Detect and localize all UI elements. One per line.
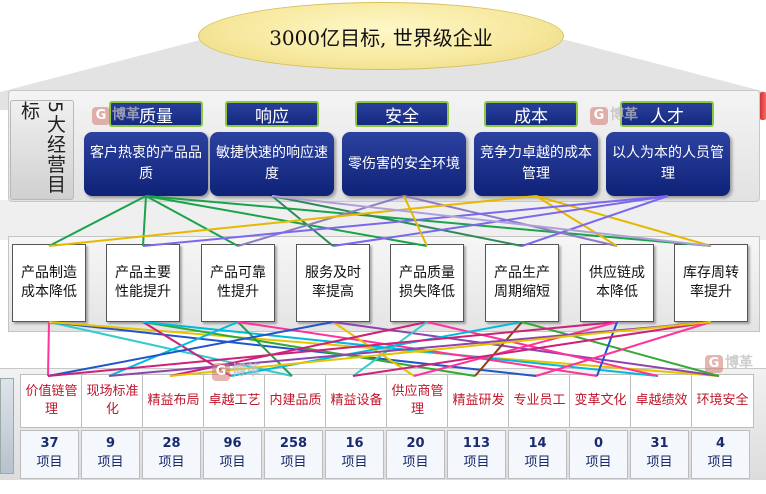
project-name: 卓越工艺 bbox=[203, 374, 266, 428]
watermark-text: 博革 bbox=[725, 355, 753, 371]
project-count-unit: 项目 bbox=[36, 455, 63, 470]
project-count-unit: 项目 bbox=[463, 455, 490, 470]
watermark-logo-icon: G bbox=[212, 363, 230, 381]
project-count-value: 4 bbox=[715, 436, 726, 451]
project-count-value: 31 bbox=[650, 436, 669, 451]
watermark-logo-icon: G bbox=[92, 107, 110, 125]
project-column: 内建品质 258 项目 bbox=[264, 374, 327, 479]
project-name: 变革文化 bbox=[569, 374, 632, 428]
project-count-value: 96 bbox=[223, 436, 242, 451]
top-goal: 3000亿目标, 世界级企业 bbox=[198, 2, 564, 70]
goal-body-response: 敏捷快速的响应速度 bbox=[210, 132, 334, 196]
project-count: 113 项目 bbox=[447, 430, 506, 479]
indicator-box: 供应链成本降低 bbox=[580, 244, 654, 322]
goal-body-talent: 以人为本的人员管理 bbox=[606, 132, 730, 196]
project-name: 环境安全 bbox=[691, 374, 754, 428]
watermark-text: 博革 bbox=[610, 107, 638, 123]
indicator-box: 产品制造成本降低 bbox=[12, 244, 86, 322]
project-name: 现场标准化 bbox=[81, 374, 144, 428]
watermark-logo-icon: G bbox=[590, 107, 608, 125]
project-column: 供应商管理 20 项目 bbox=[386, 374, 449, 479]
goal-body-safety: 零伤害的安全环境 bbox=[342, 132, 466, 196]
project-count-value: 20 bbox=[406, 436, 425, 451]
project-count-unit: 项目 bbox=[707, 455, 734, 470]
project-column: 精益设备 16 项目 bbox=[325, 374, 388, 479]
project-name: 精益布局 bbox=[142, 374, 205, 428]
project-count-unit: 项目 bbox=[402, 455, 429, 470]
project-count: 4 项目 bbox=[691, 430, 750, 479]
indicator-box: 产品主要性能提升 bbox=[106, 244, 180, 322]
project-count-value: 14 bbox=[528, 436, 547, 451]
goal-head-response: 响应 bbox=[225, 101, 319, 127]
projects-side-tab bbox=[0, 378, 14, 474]
project-count-unit: 项目 bbox=[219, 455, 246, 470]
goal-body-cost: 竞争力卓越的成本管理 bbox=[474, 132, 598, 196]
project-column: 专业员工 14 项目 bbox=[508, 374, 571, 479]
project-count: 16 项目 bbox=[325, 430, 384, 479]
project-count: 37 项目 bbox=[20, 430, 79, 479]
project-count: 14 项目 bbox=[508, 430, 567, 479]
indicator-box: 产品生产周期缩短 bbox=[485, 244, 559, 322]
indicator-box: 库存周转率提升 bbox=[674, 244, 748, 322]
project-count-unit: 项目 bbox=[97, 455, 124, 470]
watermark-text: 博革 bbox=[232, 363, 260, 379]
project-count-unit: 项目 bbox=[646, 455, 673, 470]
project-count-value: 28 bbox=[162, 436, 181, 451]
project-count-value: 9 bbox=[105, 436, 116, 451]
project-count-unit: 项目 bbox=[585, 455, 612, 470]
indicator-box: 产品可靠性提升 bbox=[201, 244, 275, 322]
project-count-unit: 项目 bbox=[524, 455, 551, 470]
goal-body-quality: 客户热衷的产品品质 bbox=[84, 132, 208, 196]
watermark-text: 博革 bbox=[112, 107, 140, 123]
goal-head-cost: 成本 bbox=[484, 101, 578, 127]
project-column: 变革文化 0 项目 bbox=[569, 374, 632, 479]
watermark-logo-icon: G bbox=[705, 355, 723, 373]
project-count: 9 项目 bbox=[81, 430, 140, 479]
project-count-value: 258 bbox=[279, 436, 308, 451]
project-name: 内建品质 bbox=[264, 374, 327, 428]
goal-head-quality: 质量 bbox=[109, 101, 203, 127]
project-column: 现场标准化 9 项目 bbox=[81, 374, 144, 479]
indicator-box: 产品质量损失降低 bbox=[390, 244, 464, 322]
project-count-value: 113 bbox=[462, 436, 491, 451]
goal-head-talent: 人才 bbox=[620, 101, 714, 127]
goal-head-safety: 安全 bbox=[355, 101, 449, 127]
project-count-value: 16 bbox=[345, 436, 364, 451]
project-count-unit: 项目 bbox=[341, 455, 368, 470]
project-column: 卓越工艺 96 项目 bbox=[203, 374, 266, 479]
project-count-value: 37 bbox=[40, 436, 59, 451]
project-count: 28 项目 bbox=[142, 430, 201, 479]
project-name: 精益研发 bbox=[447, 374, 510, 428]
project-count-unit: 项目 bbox=[158, 455, 185, 470]
project-count: 96 项目 bbox=[203, 430, 262, 479]
project-column: 卓越绩效 31 项目 bbox=[630, 374, 693, 479]
project-name: 专业员工 bbox=[508, 374, 571, 428]
project-name: 精益设备 bbox=[325, 374, 388, 428]
project-column: 价值链管理 37 项目 bbox=[20, 374, 83, 479]
project-column: 精益研发 113 项目 bbox=[447, 374, 510, 479]
project-count-unit: 项目 bbox=[280, 455, 307, 470]
project-name: 卓越绩效 bbox=[630, 374, 693, 428]
project-name: 供应商管理 bbox=[386, 374, 449, 428]
project-count: 258 项目 bbox=[264, 430, 323, 479]
project-count: 20 项目 bbox=[386, 430, 445, 479]
project-column: 精益布局 28 项目 bbox=[142, 374, 205, 479]
project-count-value: 0 bbox=[593, 436, 604, 451]
project-column: 环境安全 4 项目 bbox=[691, 374, 754, 479]
project-count: 31 项目 bbox=[630, 430, 689, 479]
indicator-box: 服务及时率提高 bbox=[296, 244, 370, 322]
project-count: 0 项目 bbox=[569, 430, 628, 479]
project-name: 价值链管理 bbox=[20, 374, 83, 428]
panel-accent bbox=[760, 92, 766, 120]
goals-label: 5大经营目标 bbox=[10, 100, 74, 200]
